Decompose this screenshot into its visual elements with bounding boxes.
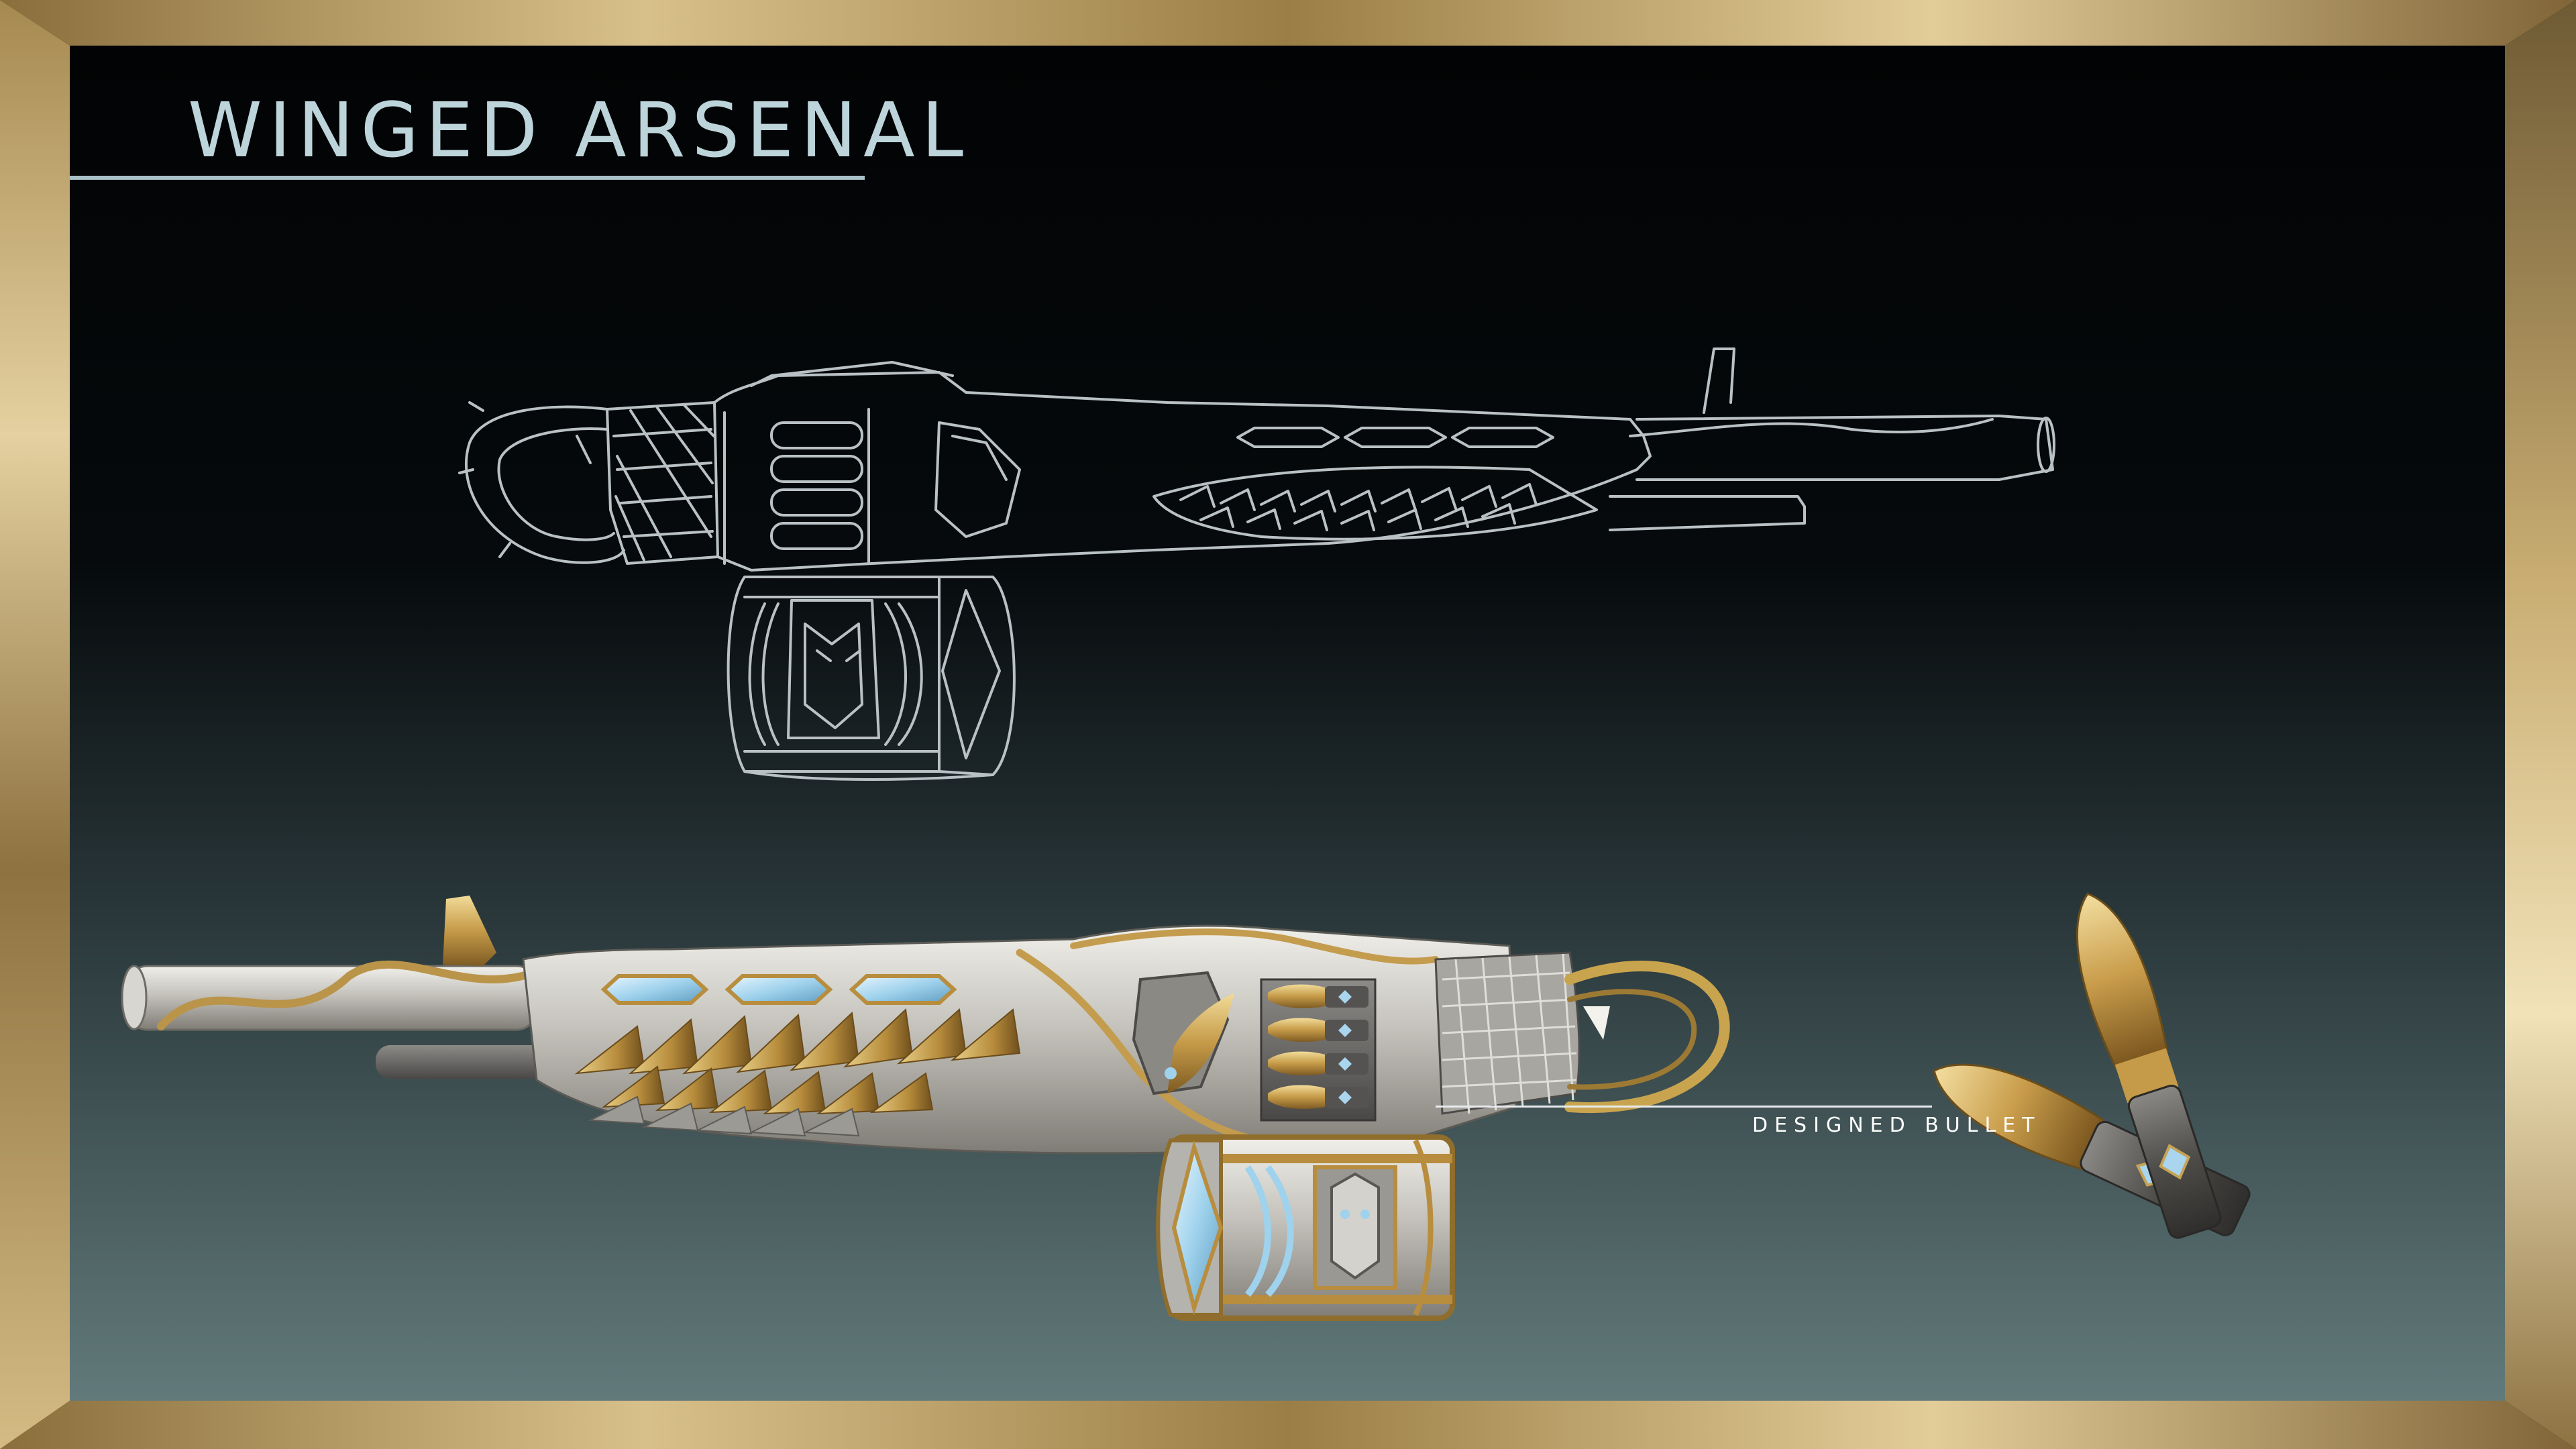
title-underline [70, 176, 865, 180]
caption-leader-line [1436, 1106, 1932, 1108]
designed-bullet-caption: DESIGNED BULLET [1752, 1114, 2041, 1137]
page-title: WINGED ARSENAL [188, 87, 971, 174]
